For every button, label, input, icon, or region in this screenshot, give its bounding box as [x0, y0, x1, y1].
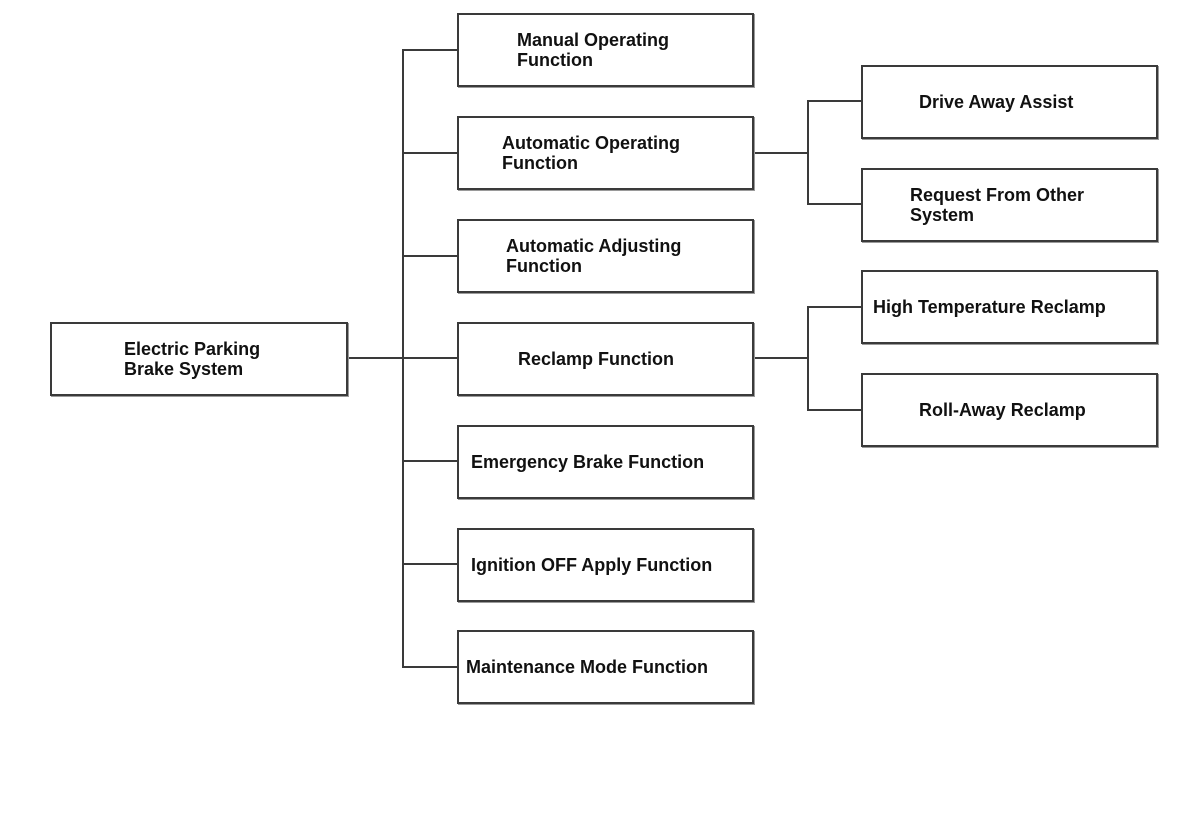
node-label: Ignition OFF Apply Function — [471, 555, 713, 575]
node-maintenance-mode-function: Maintenance Mode Function — [457, 630, 754, 704]
node-electric-parking-brake-system: Electric Parking Brake System — [50, 322, 348, 396]
node-automatic-operating-function: Automatic Operating Function — [457, 116, 754, 190]
node-drive-away-assist: Drive Away Assist — [861, 65, 1158, 139]
node-label: High Temperature Reclamp — [873, 297, 1106, 317]
node-manual-operating-function: Manual Operating Function — [457, 13, 754, 87]
node-emergency-brake-function: Emergency Brake Function — [457, 425, 754, 499]
node-high-temperature-reclamp: High Temperature Reclamp — [861, 270, 1158, 344]
node-ignition-off-apply-function: Ignition OFF Apply Function — [457, 528, 754, 602]
node-label: Automatic Operating Function — [502, 133, 681, 173]
node-automatic-adjusting-function: Automatic Adjusting Function — [457, 219, 754, 293]
node-label: Roll-Away Reclamp — [919, 400, 1086, 420]
node-roll-away-reclamp: Roll-Away Reclamp — [861, 373, 1158, 447]
node-label: Electric Parking Brake System — [124, 339, 261, 379]
node-reclamp-function: Reclamp Function — [457, 322, 754, 396]
node-label: Automatic Adjusting Function — [506, 236, 682, 276]
node-label: Maintenance Mode Function — [466, 657, 709, 677]
node-label: Request From Other System — [910, 185, 1085, 225]
node-request-from-other-system: Request From Other System — [861, 168, 1158, 242]
node-label: Manual Operating Function — [517, 30, 670, 70]
node-label: Drive Away Assist — [919, 92, 1074, 112]
node-label: Emergency Brake Function — [471, 452, 705, 472]
node-label: Reclamp Function — [518, 349, 675, 369]
